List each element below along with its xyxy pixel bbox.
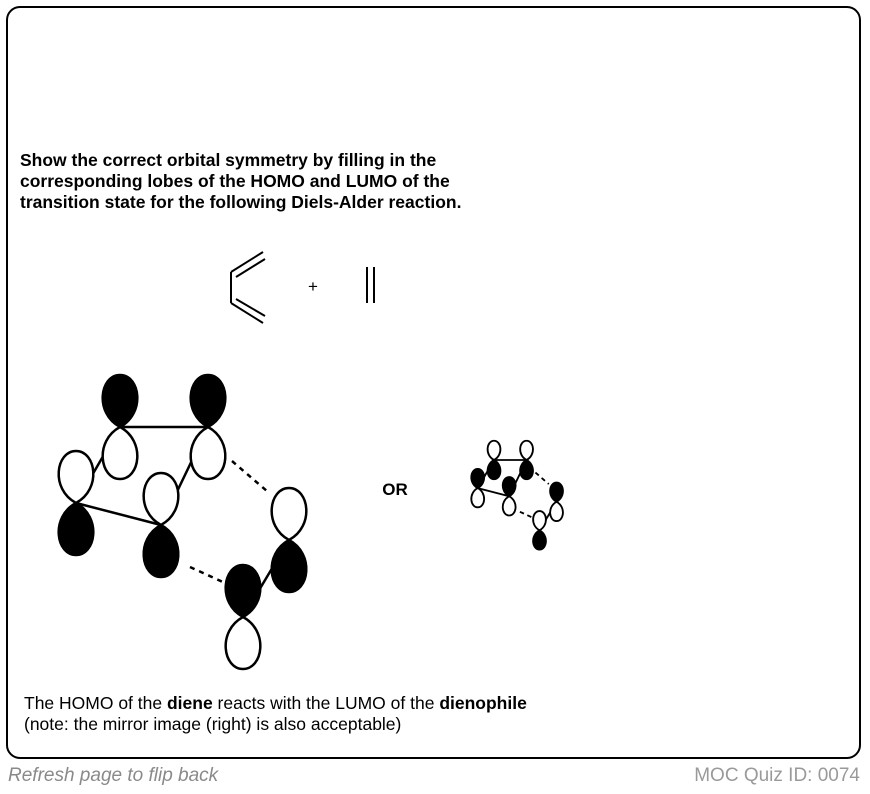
question-line-1: Show the correct orbital symmetry by fil…	[20, 150, 437, 170]
or-label: OR	[382, 480, 408, 499]
diene-term: diene	[166, 693, 213, 713]
answer-text-part: reacts with the LUMO of the	[212, 693, 440, 713]
answer-text-part: The HOMO of the	[24, 693, 167, 713]
dienophile-term: dienophile	[439, 693, 527, 713]
answer-line-1: The HOMO of the diene reacts with the LU…	[24, 693, 527, 714]
quiz-card	[6, 6, 861, 759]
butadiene-structure	[230, 251, 266, 324]
plus-sign: +	[308, 277, 318, 296]
ethylene-structure	[366, 267, 375, 303]
question-line-2: corresponding lobes of the HOMO and LUMO…	[20, 171, 450, 191]
answer-line-2: (note: the mirror image (right) is also …	[24, 714, 402, 734]
large-transition-state	[57, 373, 308, 671]
small-transition-state	[470, 439, 564, 551]
quiz-id: MOC Quiz ID: 0074	[694, 765, 860, 786]
question-line-3: transition state for the following Diels…	[20, 192, 462, 212]
refresh-hint: Refresh page to flip back	[8, 765, 219, 786]
question-text: Show the correct orbital symmetry by fil…	[20, 150, 640, 213]
answer-text: The HOMO of the diene reacts with the LU…	[24, 693, 527, 735]
